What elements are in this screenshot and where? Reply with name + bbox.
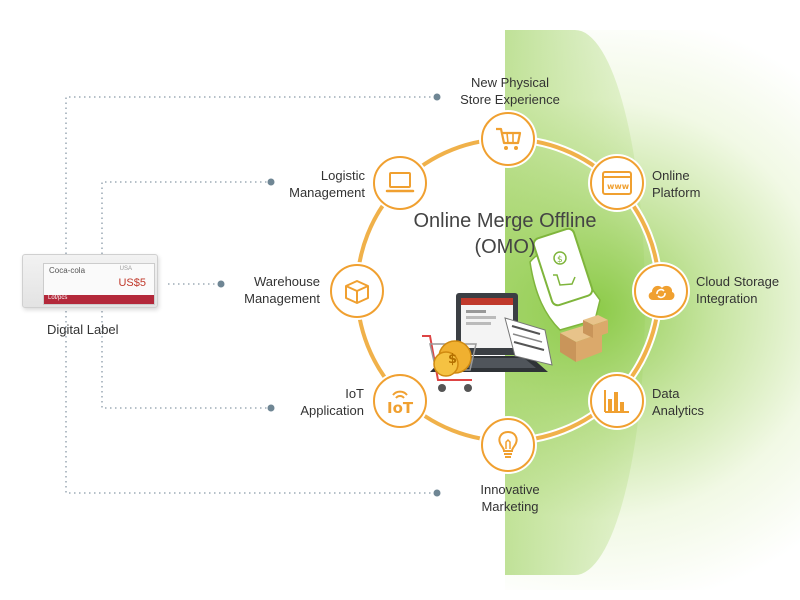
- svg-text:www: www: [607, 182, 630, 191]
- label-marketing: Innovative Marketing: [440, 481, 580, 515]
- node-online: www: [590, 156, 644, 210]
- node-cloud: [634, 264, 688, 318]
- digital-label-caption: Digital Label: [47, 322, 119, 337]
- label-online-line1: Online: [652, 168, 690, 183]
- parcels-illustration: [560, 315, 608, 362]
- connector-logistic: [101, 181, 271, 254]
- connector-iot: [101, 306, 271, 409]
- node-logistic: [373, 156, 427, 210]
- connector-lines: [65, 96, 437, 494]
- center-illustration: $ $: [422, 227, 608, 392]
- node-iot: IoT: [373, 374, 427, 428]
- label-cloud-line2: Integration: [696, 291, 758, 306]
- digital-label-screen: Coca-cola USA US$5 Lot/pcs: [43, 263, 155, 305]
- label-cloud-line1: Cloud Storage: [696, 274, 780, 289]
- connector-dot: [433, 489, 441, 497]
- node-data: [590, 374, 644, 428]
- box-icon: [345, 280, 369, 304]
- label-warehouse-line2: Management: [244, 291, 320, 306]
- bar-chart-icon: [604, 390, 629, 413]
- label-warehouse: Warehouse Management: [238, 273, 320, 307]
- iot-icon: IoT: [387, 390, 414, 415]
- connector-dot: [433, 93, 441, 101]
- product-name: Coca-cola: [49, 266, 86, 275]
- label-online: Online Platform: [652, 167, 700, 201]
- receipt-illustration: [504, 317, 553, 366]
- title-line-2: (OMO): [474, 236, 536, 258]
- connector-dot: [267, 178, 275, 186]
- cloud-sync-icon: [648, 285, 675, 300]
- label-online-line2: Platform: [652, 185, 701, 200]
- digital-label-device: Coca-cola USA US$5 Lot/pcs: [22, 254, 158, 308]
- connector-dot: [267, 404, 275, 412]
- product-origin: USA: [119, 266, 132, 272]
- iot-icon-text: IoT: [387, 399, 414, 415]
- label-data-line1: Data: [652, 386, 680, 401]
- cart-coins-illustration: $: [422, 335, 477, 392]
- title-line-1: Online Merge Offline: [413, 210, 597, 232]
- label-logistic-line2: Management: [289, 185, 365, 200]
- label-store-line1: New Physical: [470, 75, 550, 90]
- node-marketing: [481, 418, 535, 472]
- label-data: Data Analytics: [652, 385, 704, 419]
- label-logistic: Logistic Management: [287, 167, 365, 201]
- omo-title: Online Merge Offline (OMO): [380, 208, 630, 260]
- label-iot-line1: IoT: [345, 386, 364, 401]
- node-store: [481, 112, 535, 166]
- product-price: US$5: [118, 277, 146, 289]
- label-iot: IoT Application: [290, 385, 364, 419]
- connector-dot: [217, 280, 225, 288]
- light-bulb-icon: [498, 430, 518, 458]
- label-cloud: Cloud Storage Integration: [696, 273, 779, 307]
- label-marketing-line2: Marketing: [481, 499, 539, 514]
- www-browser-icon: www: [602, 171, 632, 195]
- label-logistic-line1: Logistic: [320, 168, 365, 183]
- price-bar: Lot/pcs: [44, 295, 154, 304]
- label-iot-line2: Application: [300, 403, 364, 418]
- shopping-cart-icon: [496, 127, 522, 150]
- label-data-line2: Analytics: [652, 403, 705, 418]
- hand-phone-illustration: $: [529, 227, 601, 331]
- label-store-line2: Store Experience: [460, 92, 560, 107]
- label-store: New Physical Store Experience: [440, 74, 580, 108]
- label-marketing-line1: Innovative: [480, 482, 540, 497]
- svg-text:$: $: [557, 255, 563, 265]
- node-warehouse: [330, 264, 384, 318]
- laptop-icon: [385, 172, 415, 193]
- price-bar-text: Lot/pcs: [48, 295, 68, 301]
- svg-text:$: $: [448, 352, 457, 367]
- label-warehouse-line1: Warehouse: [254, 274, 320, 289]
